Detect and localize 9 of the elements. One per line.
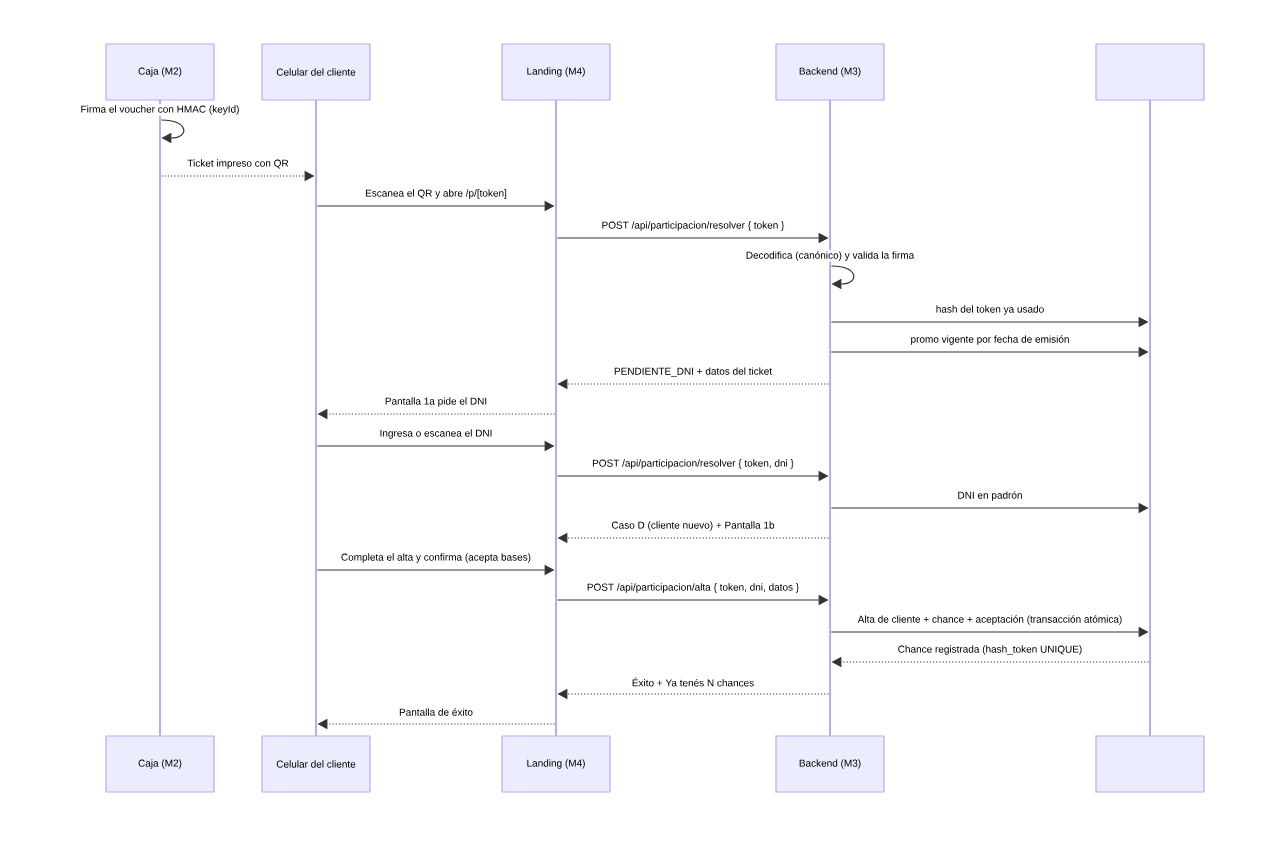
lifeline (829, 100, 831, 736)
self-arrow (830, 265, 855, 290)
lifeline (555, 100, 557, 736)
self-arrow (160, 119, 185, 144)
lifeline (315, 100, 317, 736)
participant-box (1095, 735, 1205, 793)
participant-box (1095, 43, 1205, 101)
lifeline (1149, 100, 1151, 736)
lifeline (159, 100, 161, 736)
